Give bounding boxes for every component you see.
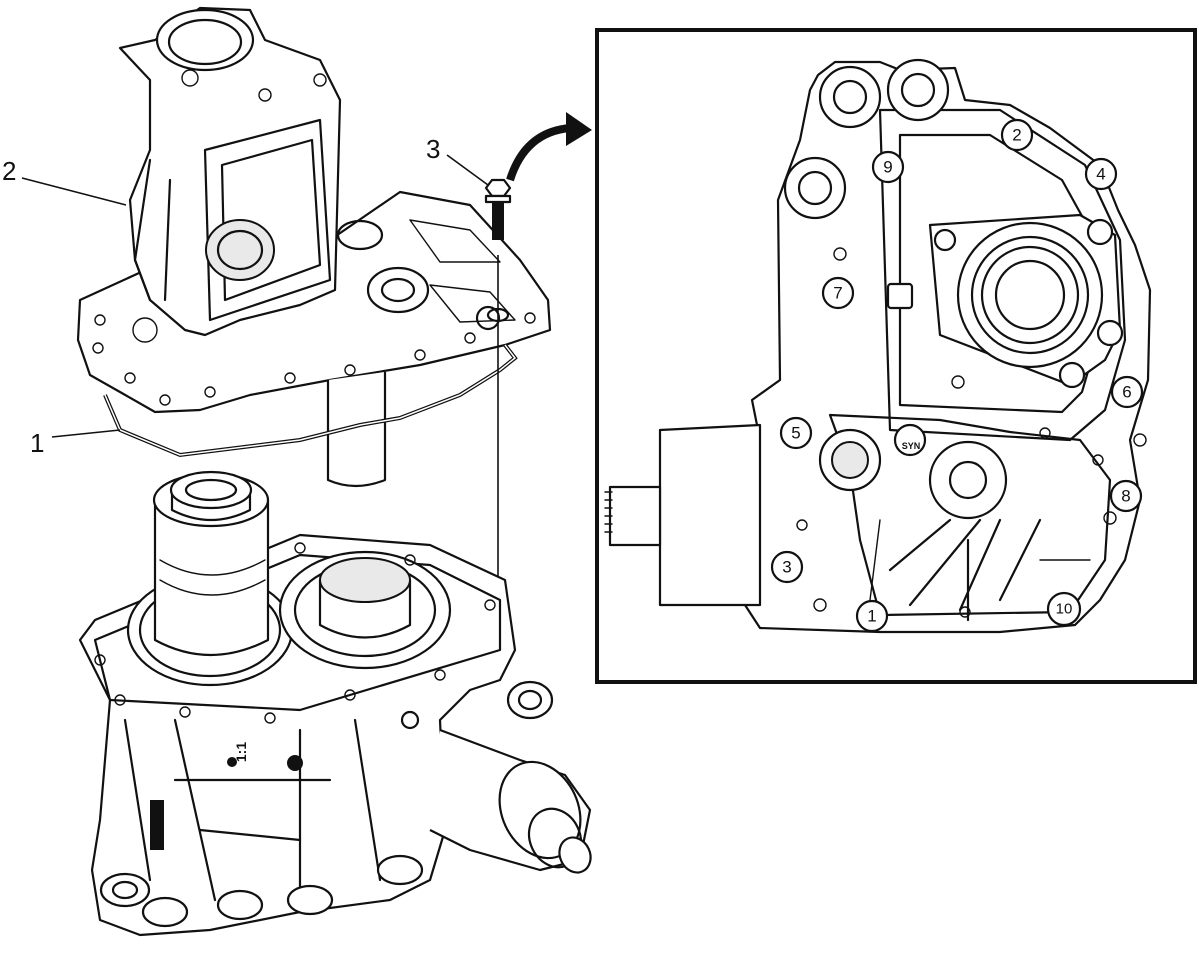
- svg-text:3: 3: [782, 558, 791, 577]
- callout-1: 1: [30, 428, 44, 458]
- detail-arrow: [506, 124, 571, 182]
- svg-text:7: 7: [833, 284, 842, 303]
- upper-housing: [76, 6, 552, 488]
- ratio-marking: 1:1: [233, 742, 249, 762]
- svg-text:8: 8: [1121, 487, 1130, 506]
- bolt-marker-8: 8: [1109, 479, 1143, 513]
- bolt-marker-7: 7: [821, 276, 855, 310]
- callout-2: 2: [2, 156, 16, 186]
- leader-line-1: [51, 429, 121, 438]
- bolt-marker-4: 4: [1084, 157, 1118, 191]
- bolt-marker-6: 6: [1110, 375, 1144, 409]
- bolt-marker-1: 1: [855, 599, 889, 633]
- bolt-marker-2: 2: [1000, 118, 1034, 152]
- svg-text:10: 10: [1056, 601, 1073, 618]
- svg-text:6: 6: [1122, 383, 1131, 402]
- callout-3: 3: [426, 134, 440, 164]
- bolt-sequence-detail: SYN 1 2 3 4: [595, 28, 1197, 684]
- svg-text:2: 2: [1012, 126, 1021, 145]
- svg-text:9: 9: [883, 158, 892, 177]
- bolt-marker-9: 9: [871, 150, 905, 184]
- svg-text:4: 4: [1096, 165, 1105, 184]
- exploded-view: 1:1 2 1 3: [2, 6, 592, 937]
- fluid-marking: SYN: [902, 441, 921, 451]
- bolt: [484, 178, 512, 240]
- bolt-marker-3: 3: [770, 550, 804, 584]
- svg-text:1: 1: [867, 607, 876, 626]
- lower-case: [78, 470, 592, 937]
- leader-line-3: [446, 154, 489, 186]
- bolt-marker-10: 10: [1046, 591, 1082, 627]
- leader-line-2: [21, 177, 127, 206]
- svg-text:5: 5: [791, 424, 800, 443]
- bolt-marker-5: 5: [779, 416, 813, 450]
